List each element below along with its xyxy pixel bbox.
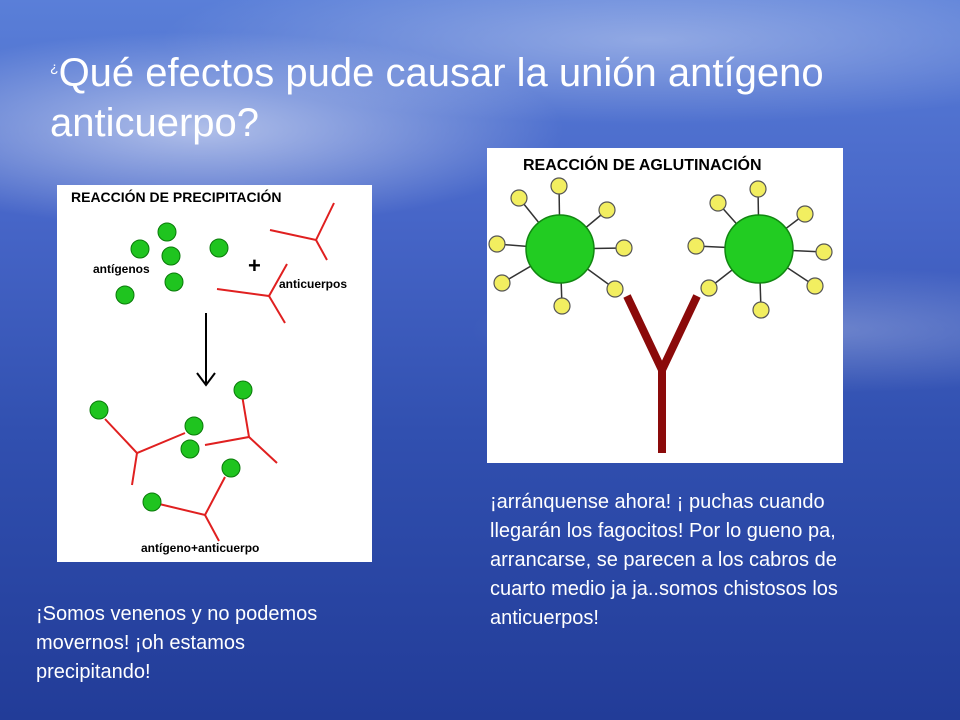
precipitation-diagram: REACCIÓN DE PRECIPITACIÓN antígenos + an… (71, 188, 347, 555)
antigen-dot (180, 439, 200, 459)
precipitation-heading: REACCIÓN DE PRECIPITACIÓN (71, 188, 282, 205)
antigen-dot (164, 272, 184, 292)
right-cell (724, 214, 794, 284)
antigen-dot (209, 238, 229, 258)
antibody-shape (131, 452, 138, 486)
antibody-shape (204, 514, 220, 542)
receptor-dot (815, 243, 833, 261)
receptor-dot (510, 189, 528, 207)
antibody-shape (241, 394, 250, 438)
antigen-dot (184, 416, 204, 436)
agglutination-heading: REACCIÓN DE AGLUTINACIÓN (523, 155, 762, 174)
antigen-dot (89, 400, 109, 420)
receptor-dot (806, 277, 824, 295)
receptor-dot (687, 237, 705, 255)
antibody-shape (315, 239, 328, 261)
antigen-dot (157, 222, 177, 242)
arrow-head-icon (196, 372, 216, 387)
receptor-dot (709, 194, 727, 212)
receptor-dot (796, 205, 814, 223)
receptor-dot (493, 274, 511, 292)
right-caption: ¡arránquense ahora! ¡ puchas cuando lleg… (490, 491, 838, 629)
receptor-dot (700, 279, 718, 297)
agglutination-diagram: REACCIÓN DE AGLUTINACIÓN (488, 155, 833, 453)
receptor-dot (550, 177, 568, 195)
plus-sign: + (248, 253, 261, 278)
title-question-mark: ¿ (50, 59, 59, 75)
antigen-dot (115, 285, 135, 305)
precipitation-figure: REACCIÓN DE PRECIPITACIÓN antígenos + an… (57, 185, 372, 562)
antigen-dot (233, 380, 253, 400)
agglutination-figure: REACCIÓN DE AGLUTINACIÓN (487, 148, 843, 463)
antigen-dot (161, 246, 181, 266)
antibody-shape (104, 418, 186, 455)
title-text: Qué efectos pude causar la unión antígen… (50, 51, 824, 145)
receptor-dot (553, 297, 571, 315)
antibody-shape (269, 202, 335, 242)
receptor-dot (752, 301, 770, 319)
left-caption: ¡Somos venenos y no podemos movernos! ¡o… (36, 603, 318, 683)
result-label: antígeno+anticuerpo (141, 541, 259, 555)
antibody-shape (154, 476, 226, 517)
receptor-dot (749, 180, 767, 198)
antibody-shape (268, 295, 286, 324)
receptor-dot (615, 239, 633, 257)
antigen-dot (130, 239, 150, 259)
antigen-dot (142, 492, 162, 512)
receptor-dot (488, 235, 506, 253)
antibodies-label: anticuerpos (279, 277, 347, 291)
antibody-shape (204, 435, 278, 464)
antigen-dot (221, 458, 241, 478)
receptor-dot (606, 280, 624, 298)
slide-title: ¿Qué efectos pude causar la unión antíge… (50, 42, 930, 148)
large-antibody (623, 294, 701, 453)
antigens-label: antígenos (93, 262, 150, 276)
receptor-dot (598, 201, 616, 219)
left-cell (525, 214, 595, 284)
